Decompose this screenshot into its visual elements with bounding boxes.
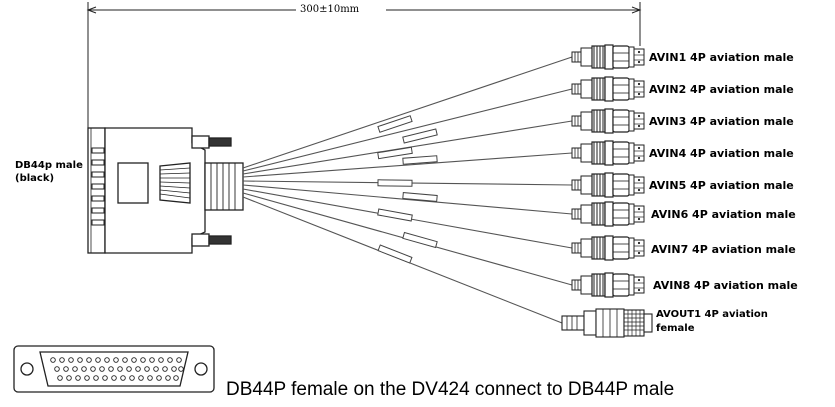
aviation-connector-avin3 [571, 108, 645, 134]
dimension-label: 300±10mm [300, 4, 360, 15]
aviation-connector-avin7 [571, 235, 645, 261]
db44-female-face [13, 345, 215, 393]
avin5-label: AVIN5 4P aviation male [649, 179, 794, 192]
avin3-label: AVIN3 4P aviation male [649, 115, 794, 128]
db44-male-connector [87, 127, 244, 254]
avin2-label: AVIN2 4P aviation male [649, 83, 794, 96]
aviation-connector-avout1 [561, 308, 653, 338]
aviation-connector-avin8 [571, 272, 645, 298]
avin6-label: AVIN6 4P aviation male [651, 208, 796, 221]
aviation-connector-avin1 [571, 44, 645, 70]
avout1-label-line1: AVOUT1 4P aviation [656, 309, 768, 320]
avin7-label: AVIN7 4P aviation male [651, 243, 796, 256]
aviation-connector-avin6 [571, 201, 645, 227]
avin4-label: AVIN4 4P aviation male [649, 147, 794, 160]
aviation-connector-avin5 [571, 172, 645, 198]
db44-male-label-line1: DB44p male [15, 160, 83, 171]
avout1-label-line2: female [656, 323, 695, 334]
caption: DB44P female on the DV424 connect to DB4… [226, 379, 674, 400]
avin8-label: AVIN8 4P aviation male [653, 279, 798, 292]
dimension-line [86, 2, 642, 128]
cable-sleeves [377, 115, 438, 264]
aviation-connector-avin4 [571, 140, 645, 166]
avin1-label: AVIN1 4P aviation male [649, 51, 794, 64]
cables [242, 56, 573, 324]
aviation-connector-avin2 [571, 76, 645, 102]
db44-male-label-line2: (black) [15, 173, 54, 184]
